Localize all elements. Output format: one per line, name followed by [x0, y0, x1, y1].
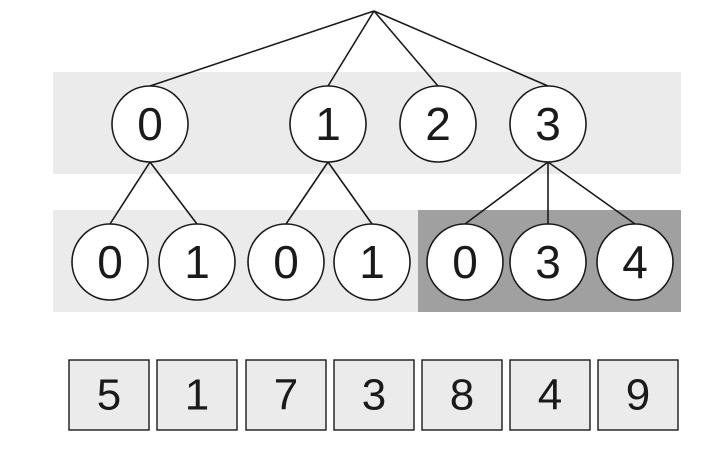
tree-node-l2-4: 0: [426, 223, 504, 301]
tree-node-l1-2: 2: [399, 85, 477, 163]
edge-root-node1-0: [149, 10, 375, 87]
tree-node-l2-3: 1: [333, 223, 411, 301]
tree-node-l2-6: 4: [596, 223, 674, 301]
array-cell-label: 7: [274, 371, 298, 420]
node-label: 2: [425, 98, 451, 150]
tree-node-l2-5: 3: [509, 223, 587, 301]
node-label: 0: [97, 236, 123, 288]
edge-node1-1-child-0: [285, 161, 329, 225]
edge-root-node1-2: [373, 10, 439, 87]
array-cell-5: 4: [509, 359, 591, 431]
array-cell-label: 9: [626, 371, 650, 420]
array-cell-label: 3: [362, 371, 386, 420]
edge-root-node1-1: [327, 10, 375, 87]
node-label: 4: [622, 236, 648, 288]
array-cell-label: 8: [450, 371, 474, 420]
node-label: 0: [273, 236, 299, 288]
array-cell-label: 1: [185, 371, 209, 420]
array-cell-label: 4: [538, 371, 562, 420]
edge-root-node1-3: [373, 10, 549, 87]
edge-node1-3-child-0: [464, 161, 549, 225]
array-cell-label: 5: [97, 371, 121, 420]
node-label: 1: [184, 236, 210, 288]
edge-node1-1-child-1: [327, 161, 373, 225]
node-label: 0: [452, 236, 478, 288]
node-label: 1: [359, 236, 385, 288]
edge-node1-0-child-1: [149, 161, 198, 225]
array-cell-4: 8: [421, 359, 503, 431]
node-label: 3: [535, 98, 561, 150]
tree-node-l2-2: 0: [247, 223, 325, 301]
edge-node1-3-child-2: [547, 161, 636, 225]
array-cell-2: 7: [245, 359, 327, 431]
tree-node-l1-3: 3: [509, 85, 587, 163]
array-cell-3: 3: [333, 359, 415, 431]
tree-node-l1-0: 0: [111, 85, 189, 163]
array-cell-0: 5: [68, 359, 150, 431]
array-cell-6: 9: [597, 359, 679, 431]
array-cell-1: 1: [156, 359, 238, 431]
node-label: 1: [315, 98, 341, 150]
tree-node-l2-1: 1: [158, 223, 236, 301]
node-label: 3: [535, 236, 561, 288]
tree-node-l1-1: 1: [289, 85, 367, 163]
array-row: 5 1 7 3 8 4 9: [68, 359, 679, 431]
tree-node-l2-0: 0: [71, 223, 149, 301]
edge-node1-0-child-0: [109, 161, 151, 225]
node-label: 0: [137, 98, 163, 150]
edges: [109, 10, 636, 225]
